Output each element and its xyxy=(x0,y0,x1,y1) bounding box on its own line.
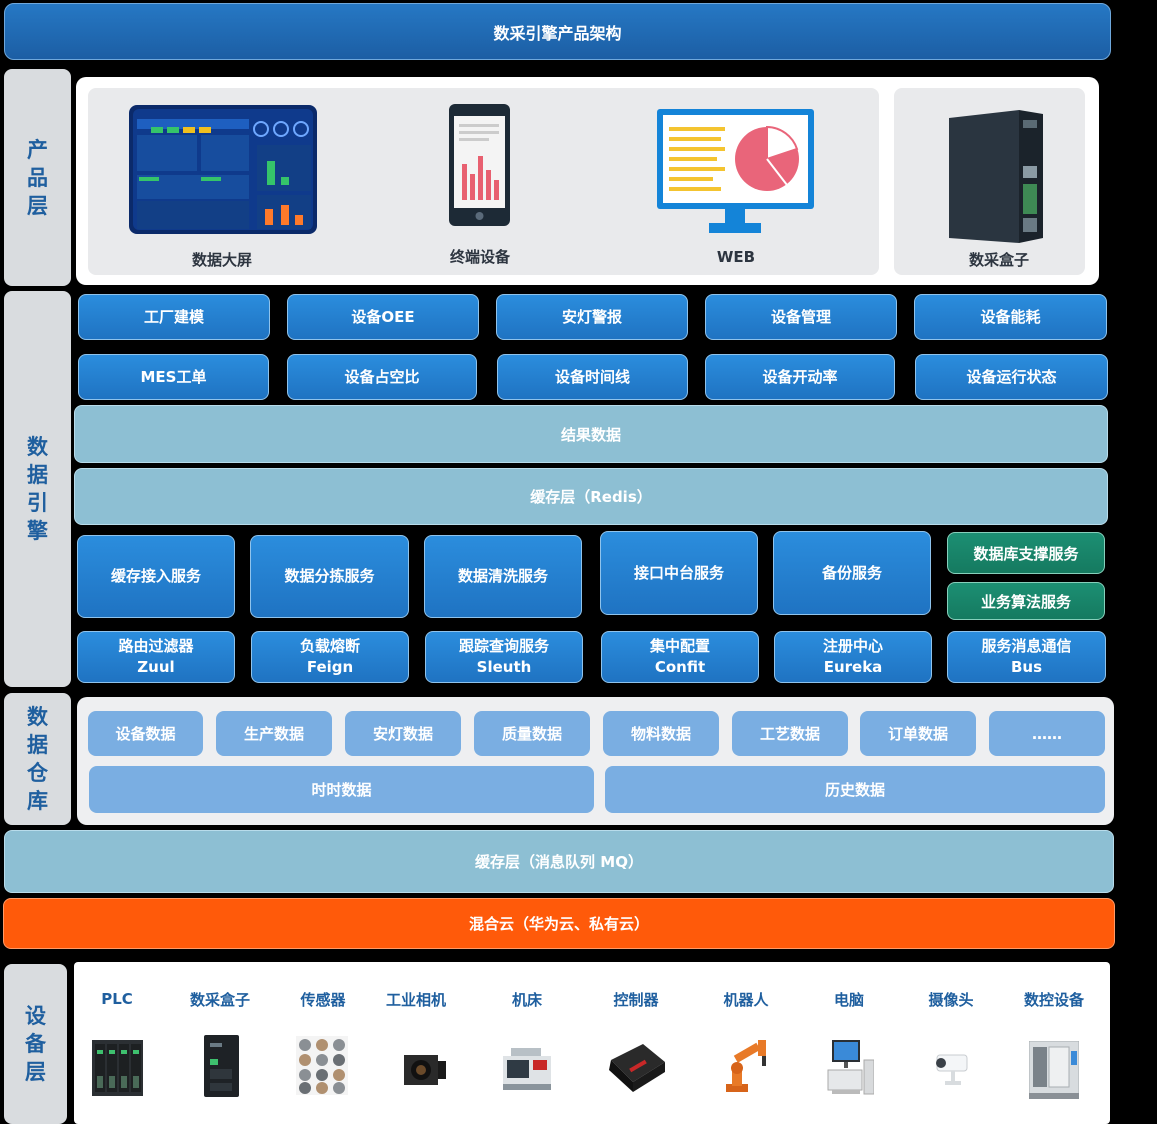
redis-cache-bar: 缓存层（Redis） xyxy=(74,468,1108,525)
component-config-name: 集中配置 xyxy=(649,637,710,655)
device-label-daq-box: 数采盒子 xyxy=(189,990,250,1009)
layer-label-engine-text: 数 据 引 擎 xyxy=(27,435,48,543)
warehouse-device-data[interactable]: 设备数据 xyxy=(88,711,203,756)
device-label-cnc: 数控设备 xyxy=(1023,990,1084,1009)
dashboard-screen-icon xyxy=(129,105,317,234)
layer-label-warehouse: 数 据 仓 库 xyxy=(4,693,71,825)
module-device-oee[interactable]: 设备OEE xyxy=(287,294,479,340)
component-sleuth[interactable]: 跟踪查询服务 Sleuth xyxy=(425,631,583,683)
product-label-terminal: 终端设备 xyxy=(449,247,510,266)
service-data-sorting[interactable]: 数据分拣服务 xyxy=(250,535,409,618)
component-feign-name: 负载熔断 xyxy=(299,637,360,655)
warehouse-material-data[interactable]: 物料数据 xyxy=(603,711,719,756)
component-config-tech: Confit xyxy=(654,658,706,676)
service-cache-ingest[interactable]: 缓存接入服务 xyxy=(77,535,235,618)
component-eureka-name: 注册中心 xyxy=(822,637,883,655)
component-sleuth-tech: Sleuth xyxy=(476,658,532,676)
plc-icon xyxy=(92,1036,143,1100)
component-eureka[interactable]: 注册中心 Eureka xyxy=(774,631,932,683)
warehouse-more[interactable]: …… xyxy=(989,711,1105,756)
service-data-cleaning[interactable]: 数据清洗服务 xyxy=(424,535,582,618)
machine-tool-icon xyxy=(503,1046,551,1091)
warehouse-history-data[interactable]: 历史数据 xyxy=(605,766,1105,813)
layer-label-warehouse-text: 数 据 仓 库 xyxy=(27,705,48,813)
data-collection-box-icon xyxy=(949,110,1043,243)
web-monitor-icon xyxy=(657,109,814,236)
device-label-sensor: 传感器 xyxy=(300,990,346,1009)
component-sleuth-name: 跟踪查询服务 xyxy=(458,637,549,655)
device-label-camera: 工业相机 xyxy=(385,990,446,1009)
device-label-controller: 控制器 xyxy=(613,990,659,1009)
component-feign[interactable]: 负载熔断 Feign xyxy=(251,631,409,683)
module-running-status[interactable]: 设备运行状态 xyxy=(915,354,1108,400)
module-device-management[interactable]: 设备管理 xyxy=(705,294,897,340)
device-label-webcam: 摄像头 xyxy=(928,990,974,1009)
device-panel xyxy=(74,962,1110,1124)
module-mes-order[interactable]: MES工单 xyxy=(78,354,269,400)
module-energy-consumption[interactable]: 设备能耗 xyxy=(914,294,1107,340)
layer-label-device: 设 备 层 xyxy=(4,964,67,1124)
daq-box-icon xyxy=(204,1035,239,1097)
product-label-web: WEB xyxy=(716,248,756,266)
computer-icon xyxy=(826,1040,874,1096)
product-label-box: 数采盒子 xyxy=(968,250,1029,269)
module-duty-ratio[interactable]: 设备占空比 xyxy=(287,354,477,400)
component-bus[interactable]: 服务消息通信 Bus xyxy=(947,631,1106,683)
webcam-icon xyxy=(931,1051,969,1087)
component-bus-name: 服务消息通信 xyxy=(981,637,1072,655)
device-label-plc: PLC xyxy=(101,990,133,1008)
service-backup[interactable]: 备份服务 xyxy=(773,531,931,615)
mq-cache-bar: 缓存层（消息队列 MQ） xyxy=(4,830,1114,893)
module-timeline[interactable]: 设备时间线 xyxy=(497,354,688,400)
module-andon-alarm[interactable]: 安灯警报 xyxy=(496,294,688,340)
layer-label-product: 产 品 层 xyxy=(4,69,71,286)
layer-label-device-text: 设 备 层 xyxy=(25,1004,46,1084)
component-feign-tech: Feign xyxy=(306,658,354,676)
mobile-device-icon xyxy=(449,104,510,226)
layer-label-engine: 数 据 引 擎 xyxy=(4,291,71,687)
device-label-machine-tool: 机床 xyxy=(511,990,542,1009)
hybrid-cloud-bar: 混合云（华为云、私有云） xyxy=(3,898,1115,949)
sensor-icon xyxy=(296,1036,348,1095)
component-zuul[interactable]: 路由过滤器 Zuul xyxy=(77,631,235,683)
robot-icon xyxy=(722,1038,771,1093)
service-business-algorithm[interactable]: 业务算法服务 xyxy=(947,582,1105,620)
warehouse-process-data[interactable]: 工艺数据 xyxy=(732,711,848,756)
cnc-equipment-icon xyxy=(1029,1041,1079,1100)
component-eureka-tech: Eureka xyxy=(823,658,883,676)
device-label-robot: 机器人 xyxy=(723,990,769,1009)
warehouse-andon-data[interactable]: 安灯数据 xyxy=(345,711,461,756)
warehouse-realtime-data[interactable]: 时时数据 xyxy=(89,766,594,813)
device-label-computer: 电脑 xyxy=(833,990,864,1009)
industrial-camera-icon xyxy=(404,1053,446,1087)
component-bus-tech: Bus xyxy=(1010,658,1043,676)
controller-icon xyxy=(607,1040,667,1095)
module-factory-modeling[interactable]: 工厂建模 xyxy=(78,294,270,340)
warehouse-production-data[interactable]: 生产数据 xyxy=(216,711,332,756)
page-title-text: 数采引擎产品架构 xyxy=(493,23,622,43)
warehouse-quality-data[interactable]: 质量数据 xyxy=(474,711,590,756)
result-data-bar: 结果数据 xyxy=(74,405,1108,463)
service-database-support[interactable]: 数据库支撑服务 xyxy=(947,532,1105,574)
layer-label-product-text: 产 品 层 xyxy=(27,137,48,218)
page-title: 数采引擎产品架构 xyxy=(4,3,1111,60)
product-label-dashboard: 数据大屏 xyxy=(191,250,252,269)
module-utilization-rate[interactable]: 设备开动率 xyxy=(705,354,895,400)
component-zuul-tech: Zuul xyxy=(137,658,175,676)
component-zuul-name: 路由过滤器 xyxy=(118,637,194,655)
service-api-middleware[interactable]: 接口中台服务 xyxy=(600,531,758,615)
warehouse-order-data[interactable]: 订单数据 xyxy=(860,711,976,756)
component-config[interactable]: 集中配置 Confit xyxy=(601,631,759,683)
